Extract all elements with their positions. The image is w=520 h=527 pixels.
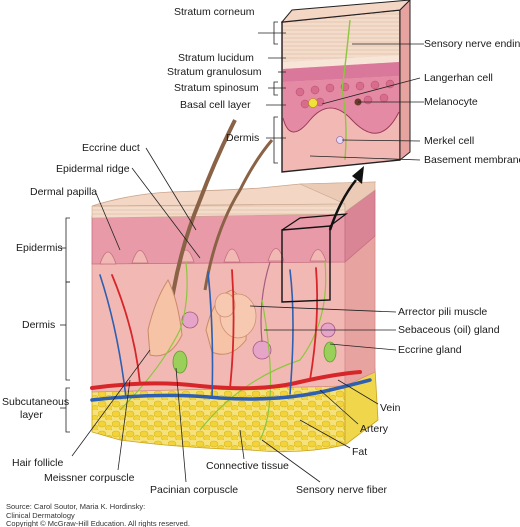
source-line-2: Clinical Dermatology (6, 511, 75, 520)
source-line-3: Copyright © McGraw-Hill Education. All r… (6, 519, 190, 527)
label-melanocyte: Melanocyte (424, 96, 478, 108)
eccrine-gland (181, 311, 336, 360)
label-eccrine-duct: Eccrine duct (82, 142, 140, 154)
label-sensory-nerve-ending: Sensory nerve ending (424, 38, 520, 50)
label-epidermis: Epidermis (16, 242, 63, 254)
label-epidermal-ridge: Epidermal ridge (56, 163, 130, 175)
label-arrector-pili-muscle: Arrector pili muscle (398, 306, 488, 318)
label-sebaceous-gland: Sebaceous (oil) gland (398, 324, 500, 336)
label-artery: Artery (360, 423, 389, 435)
inset-magnified-epidermis (280, 0, 411, 173)
label-vein: Vein (380, 402, 401, 414)
vein (90, 269, 372, 402)
pacinian-corpuscle (172, 341, 337, 374)
label-merkel-cell: Merkel cell (424, 135, 475, 147)
sensory-nerve-fiber (119, 261, 327, 441)
label-stratum-spinosum: Stratum spinosum (174, 82, 259, 94)
label-dermis: Dermis (22, 319, 56, 331)
label-stratum-corneum: Stratum corneum (174, 6, 255, 18)
label-sensory-nerve-fiber: Sensory nerve fiber (296, 484, 388, 496)
label-pacinian-corpuscle: Pacinian corpuscle (150, 484, 239, 496)
leader-lines (60, 21, 424, 483)
label-subcutaneous-line1: Subcutaneous (2, 396, 70, 408)
label-basal-cell-layer: Basal cell layer (180, 99, 251, 111)
sebaceous-gland (214, 292, 257, 339)
label-subcutaneous-line2: layer (20, 409, 43, 421)
label-dermal-papilla: Dermal papilla (30, 186, 98, 198)
source-line-1: Source: Carol Soutor, Maria K. Hordinsky… (6, 502, 146, 511)
label-connective-tissue: Connective tissue (206, 460, 289, 472)
label-dermis-inset: Dermis (226, 132, 260, 144)
label-meissner-corpuscle: Meissner corpuscle (44, 472, 135, 484)
label-langerhan-cell: Langerhan cell (424, 72, 493, 84)
label-hair-follicle: Hair follicle (12, 457, 64, 469)
artery (90, 267, 362, 391)
label-basement-membrane: Basement membrane (424, 154, 520, 166)
label-stratum-granulosum: Stratum granulosum (167, 66, 262, 78)
label-stratum-lucidum: Stratum lucidum (178, 52, 254, 64)
label-eccrine-gland: Eccrine gland (398, 344, 462, 356)
magnify-arrow (328, 179, 357, 231)
skin-block (90, 119, 379, 453)
label-fat: Fat (352, 446, 368, 458)
